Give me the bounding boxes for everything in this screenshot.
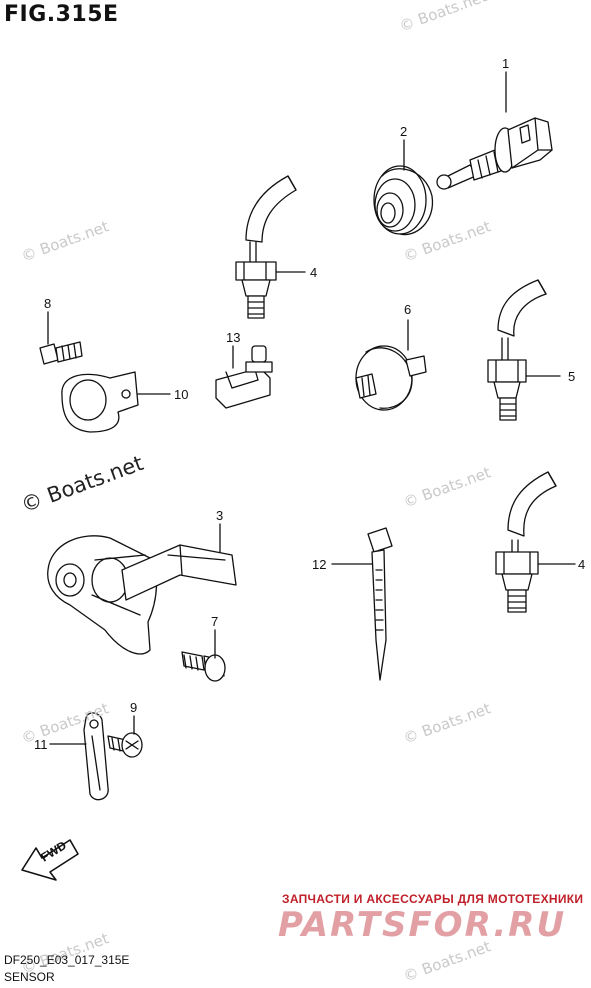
part-4-sender-lower [495,471,557,613]
part-3-sensor [47,535,237,655]
brand-tagline: ЗАПЧАСТИ И АКСЕССУАРЫ ДЛЯ МОТОТЕХНИКИ [282,892,584,906]
part-6-sensor [355,345,427,411]
figure-subtitle: SENSOR [4,970,55,984]
brand-logo: PARTSFOR.RU [278,905,567,945]
callout-4-lower: 4 [578,557,586,572]
part-13-clip [215,345,273,409]
callout-13: 13 [226,330,241,345]
part-7-bolt [181,651,226,682]
callout-3: 3 [216,508,224,523]
part-2-grommet [373,165,434,236]
callout-8: 8 [44,296,52,311]
callout-9: 9 [130,700,138,715]
callout-2: 2 [400,124,408,139]
callout-10: 10 [174,387,189,402]
callout-6: 6 [404,302,412,317]
callout-1: 1 [502,56,510,71]
callout-12: 12 [312,557,327,572]
part-8-bolt [39,341,83,365]
fwd-arrow [21,839,79,881]
callout-11: 11 [34,737,48,752]
callout-7: 7 [211,614,219,629]
part-9-screw [107,732,143,758]
part-10-clamp [61,371,139,433]
callout-4-upper: 4 [310,265,318,280]
figure-title: FIG.315E [4,2,119,27]
callout-5: 5 [568,369,576,384]
part-12-cable-tie [367,527,393,681]
part-11-strap [83,712,109,801]
part-5-sender [487,279,547,421]
part-1-sensor [436,117,553,190]
figure-code: DF250_E03_017_315E [4,953,130,967]
part-4-sender-upper [235,175,297,319]
